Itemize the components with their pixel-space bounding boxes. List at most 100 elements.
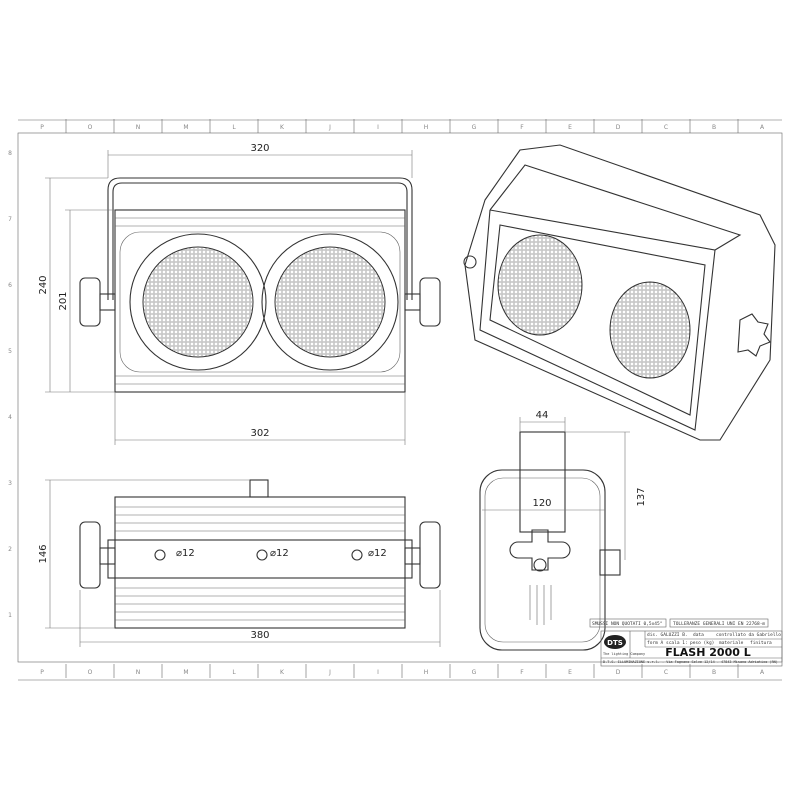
side-knobs — [79, 277, 441, 327]
column-label: E — [568, 124, 572, 131]
hole — [256, 549, 268, 561]
column-label: A — [760, 124, 765, 131]
body-fins — [115, 217, 405, 385]
dts-logo — [604, 635, 626, 649]
column-label: B — [712, 669, 716, 676]
row-label: 1 — [8, 612, 12, 619]
note-tolerance: TOLLERANZE GENERALI UNI EN 22768-m — [673, 621, 765, 627]
hole — [154, 549, 166, 561]
weight-label: peso (kg) — [690, 640, 714, 646]
date-label: data — [693, 632, 704, 638]
checked-by: controllato da Gabriello — [716, 632, 781, 638]
row-label: 6 — [8, 282, 12, 289]
vent-slots — [529, 585, 552, 625]
format-label: form A — [647, 640, 664, 646]
title-block-box — [600, 630, 783, 667]
column-label: C — [664, 669, 668, 676]
dim-302: 302 — [250, 428, 269, 439]
lens-right — [609, 281, 691, 379]
front-panel — [489, 224, 706, 416]
drawing-title: FLASH 2000 L — [665, 646, 750, 659]
column-label: L — [232, 669, 236, 676]
column-label: N — [136, 124, 141, 131]
scale-label: scala 1: — [666, 640, 688, 646]
column-label: G — [472, 669, 477, 676]
cable-gland — [599, 549, 621, 576]
column-label: H — [424, 124, 429, 131]
dimension-lines — [45, 150, 413, 445]
cable-gland — [249, 479, 269, 498]
hole — [351, 549, 363, 561]
hole-label: ⌀12 — [270, 548, 289, 559]
column-label: O — [88, 124, 93, 131]
body-fins — [115, 506, 405, 621]
dim-120: 120 — [532, 498, 551, 509]
note-chamfer: SMUSSI NON QUOTATI 0,5x45° — [592, 621, 663, 627]
title-block: SMUSSI NON QUOTATI 0,5x45° TOLLERANZE GE… — [589, 618, 783, 667]
side-knob — [463, 255, 477, 269]
row-label: 7 — [8, 216, 12, 223]
housing-top — [489, 164, 742, 251]
side-view: 44 120 137 — [479, 410, 647, 651]
drawing-frame — [17, 132, 783, 663]
finish-label: finitura — [750, 640, 772, 646]
side-knobs — [79, 521, 441, 589]
column-label: G — [472, 124, 477, 131]
column-label: J — [328, 669, 331, 676]
hole-label: ⌀12 — [176, 548, 195, 559]
lens-left — [497, 234, 583, 336]
column-label: N — [136, 669, 141, 676]
perspective-view — [463, 144, 776, 441]
dim-137: 137 — [636, 487, 647, 506]
column-label: I — [377, 669, 379, 676]
top-view: ⌀12 ⌀12 ⌀12 380 146 — [38, 479, 441, 647]
row-label: 8 — [8, 150, 12, 157]
column-label: M — [183, 669, 188, 676]
column-label: O — [88, 669, 93, 676]
front-view: 320 302 240 201 — [38, 143, 441, 445]
footer-text: D.T.S. ILLUMINAZIONE s.r.l. - Via Fagnan… — [603, 660, 778, 664]
dim-44: 44 — [536, 410, 549, 421]
housing-outline — [464, 144, 776, 441]
note-tolerance-box — [669, 618, 769, 628]
bracket — [107, 177, 413, 300]
star-knob — [737, 313, 771, 357]
column-label: E — [568, 669, 572, 676]
lens-left — [129, 233, 267, 371]
logo-subtitle: The lighting Company — [603, 652, 645, 656]
column-label: C — [664, 124, 668, 131]
dimension-lines — [482, 417, 630, 560]
bracket-band — [107, 539, 413, 579]
dim-320: 320 — [250, 143, 269, 154]
note-chamfer-box — [589, 618, 667, 628]
front-panel — [119, 231, 401, 373]
column-label: L — [232, 124, 236, 131]
column-label: F — [520, 669, 524, 676]
column-label: H — [424, 669, 429, 676]
material-label: materiale — [719, 640, 744, 646]
star-knob — [509, 529, 571, 571]
side-body — [479, 469, 606, 651]
row-label: 3 — [8, 480, 12, 487]
row-label: 2 — [8, 546, 12, 553]
row-labels: 8 7 6 5 4 3 2 1 — [8, 150, 12, 619]
housing-front — [479, 209, 716, 431]
column-label: I — [377, 124, 379, 131]
column-label: M — [183, 124, 188, 131]
column-label: F — [520, 124, 524, 131]
column-label: K — [280, 124, 285, 131]
column-label: K — [280, 669, 285, 676]
knob-center — [533, 558, 547, 572]
row-label: 5 — [8, 348, 12, 355]
column-label: P — [40, 124, 44, 131]
lens-left-grid — [142, 246, 254, 358]
dim-380: 380 — [250, 630, 269, 641]
body-top — [114, 496, 406, 629]
bracket — [519, 431, 566, 533]
dimension-lines — [45, 479, 441, 647]
column-label: P — [40, 669, 44, 676]
row-label: 4 — [8, 414, 12, 421]
